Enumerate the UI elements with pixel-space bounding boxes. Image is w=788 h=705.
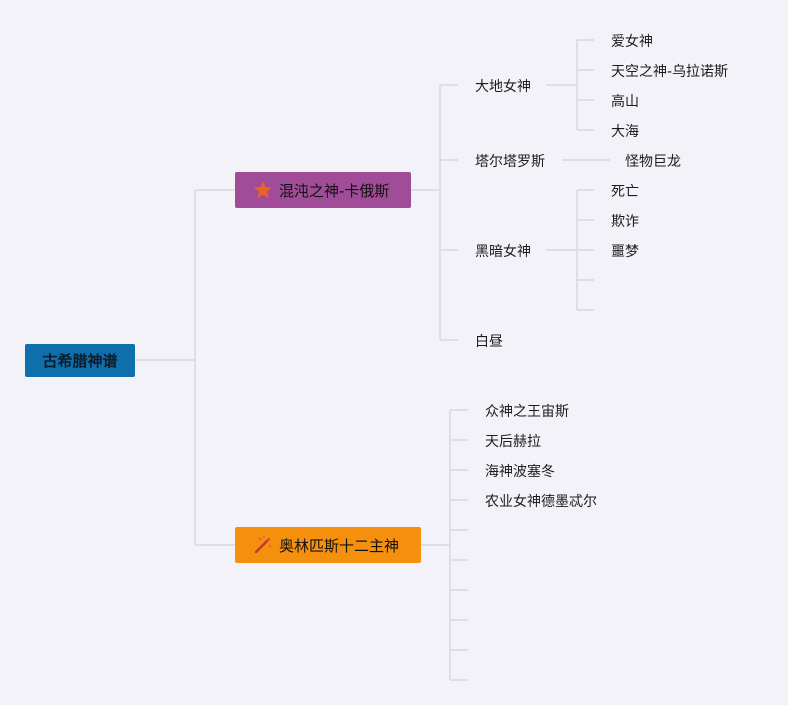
star-icon <box>254 181 272 199</box>
root-label: 古希腊神谱 <box>42 352 118 370</box>
leaf-label: 众神之王宙斯 <box>485 404 569 420</box>
branch-label: 奥林匹斯十二主神 <box>279 536 400 555</box>
node-label: 白昼 <box>475 334 503 350</box>
root-node[interactable]: 古希腊神谱 <box>25 344 135 377</box>
leaf-label: 死亡 <box>611 184 639 200</box>
leaf-node[interactable]: 死亡 <box>611 181 639 201</box>
leaf-node[interactable]: 天后赫拉 <box>485 431 541 451</box>
node-label: 大地女神 <box>475 79 531 95</box>
leaf-node[interactable]: 海神波塞冬 <box>485 461 555 481</box>
branch-chaos[interactable]: 混沌之神-卡俄斯 <box>235 172 411 208</box>
leaf-label: 高山 <box>611 94 639 110</box>
leaf-label: 天空之神-乌拉诺斯 <box>611 64 729 80</box>
leaf-node[interactable]: 怪物巨龙 <box>625 151 681 171</box>
leaf-label: 欺诈 <box>611 214 639 230</box>
leaf-node[interactable]: 高山 <box>611 91 639 111</box>
leaf-label: 爱女神 <box>611 34 653 50</box>
leaf-node[interactable]: 噩梦 <box>611 241 639 261</box>
leaf-label: 噩梦 <box>611 244 639 260</box>
leaf-node[interactable]: 爱女神 <box>611 31 653 51</box>
node-tartarus[interactable]: 塔尔塔罗斯 <box>475 151 545 171</box>
leaf-node[interactable]: 天空之神-乌拉诺斯 <box>611 61 728 81</box>
leaf-label: 怪物巨龙 <box>625 154 681 170</box>
leaf-label: 农业女神德墨忒尔 <box>485 494 597 510</box>
node-label: 黑暗女神 <box>475 244 531 260</box>
node-day[interactable]: 白昼 <box>475 331 503 351</box>
leaf-label: 大海 <box>611 124 639 140</box>
leaf-label: 天后赫拉 <box>485 434 541 450</box>
node-gaia[interactable]: 大地女神 <box>475 76 531 96</box>
branch-olympians[interactable]: 奥林匹斯十二主神 <box>235 527 421 563</box>
leaf-node[interactable]: 农业女神德墨忒尔 <box>485 491 597 511</box>
leaf-node[interactable]: 大海 <box>611 121 639 141</box>
leaf-label: 海神波塞冬 <box>485 464 555 480</box>
branch-label: 混沌之神-卡俄斯 <box>279 181 390 200</box>
magic-wand-icon <box>254 536 271 554</box>
node-nyx[interactable]: 黑暗女神 <box>475 241 531 261</box>
leaf-node[interactable]: 众神之王宙斯 <box>485 401 569 421</box>
node-label: 塔尔塔罗斯 <box>475 154 545 170</box>
leaf-node[interactable]: 欺诈 <box>611 211 639 231</box>
